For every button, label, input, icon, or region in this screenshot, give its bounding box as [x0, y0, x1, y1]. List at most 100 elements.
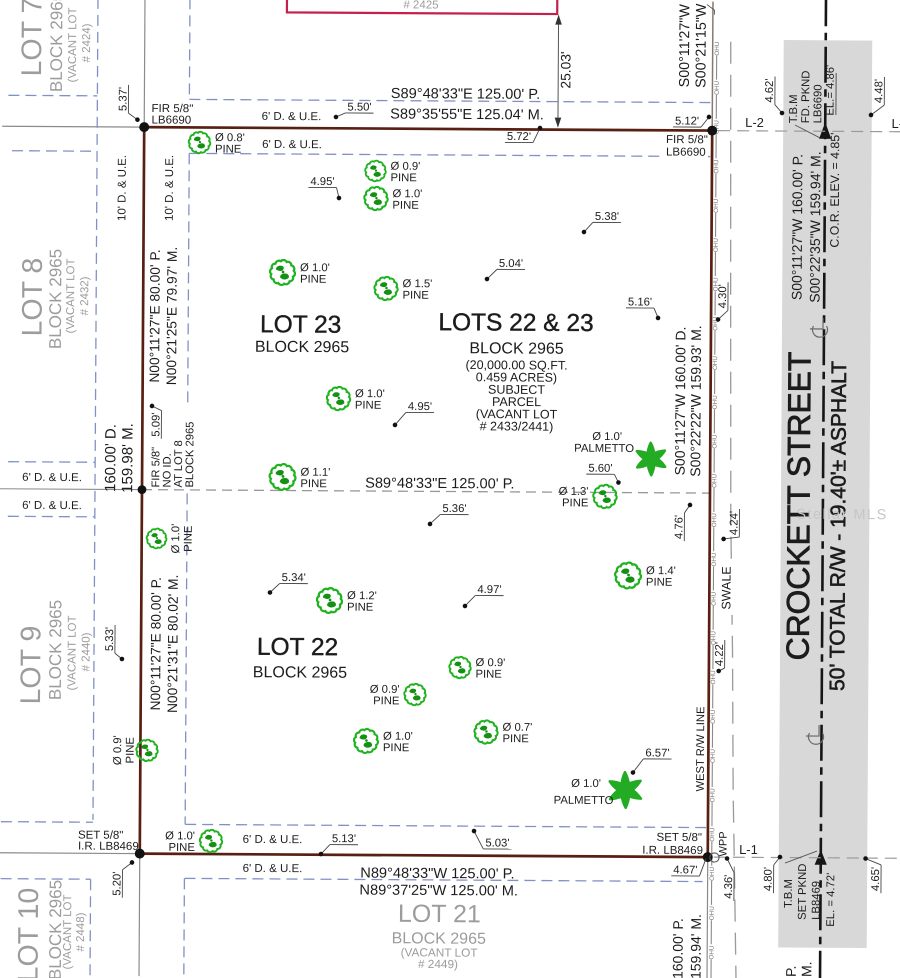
svg-text:160.00' P.: 160.00' P. — [670, 918, 686, 978]
svg-text:(VACANT LOT: (VACANT LOT — [65, 258, 77, 333]
svg-text:6' D. & U.E.: 6' D. & U.E. — [22, 500, 82, 512]
svg-text:Ø 0.9': Ø 0.9' — [370, 684, 400, 696]
svg-text:SET 5/8": SET 5/8" — [78, 830, 123, 842]
svg-text:Ø 1.0': Ø 1.0' — [392, 188, 422, 200]
svg-text:5.50': 5.50' — [347, 101, 371, 113]
svg-text:PINE: PINE — [562, 497, 589, 509]
svg-text:PINE: PINE — [125, 737, 137, 764]
svg-text:Ø 1.0': Ø 1.0' — [165, 830, 195, 842]
svg-text:5.12': 5.12' — [675, 115, 699, 127]
svg-text:5.16': 5.16' — [628, 296, 652, 308]
svg-text:(VACANT LOT: (VACANT LOT — [476, 407, 558, 421]
svg-text:PALMETTO: PALMETTO — [554, 795, 614, 807]
svg-text:159.98' M.: 159.98' M. — [119, 423, 136, 493]
svg-text:# 2449): # 2449) — [418, 957, 458, 971]
svg-text:LB8469: LB8469 — [810, 881, 822, 920]
svg-text:OHU: OHU — [712, 316, 719, 330]
svg-text:LOT 23: LOT 23 — [260, 311, 341, 338]
svg-text:LOT 22: LOT 22 — [257, 634, 338, 661]
svg-text:(VACANT LOT: (VACANT LOT — [62, 894, 74, 969]
svg-text:4.48': 4.48' — [873, 79, 885, 103]
svg-text:Ø 1.4': Ø 1.4' — [646, 565, 676, 577]
svg-text:FD. PKND: FD. PKND — [800, 70, 812, 123]
svg-text:(20,000.00 SQ.FT.: (20,000.00 SQ.FT. — [465, 358, 567, 373]
svg-text:# 2448): # 2448) — [75, 912, 87, 951]
svg-text:N00°21'25"E 79.97' M.: N00°21'25"E 79.97' M. — [164, 247, 180, 386]
svg-text:PINE: PINE — [475, 669, 502, 681]
svg-text:LB6690: LB6690 — [812, 84, 824, 123]
svg-text:T.B.M: T.B.M — [788, 94, 800, 123]
svg-text:BLOCK 2965: BLOCK 2965 — [469, 340, 563, 358]
svg-text:OHU: OHU — [714, 80, 721, 94]
svg-text:I.R. LB8469: I.R. LB8469 — [642, 845, 703, 857]
svg-text:FIR 5/8": FIR 5/8" — [150, 447, 162, 488]
svg-text:0.459 ACRES): 0.459 ACRES) — [476, 370, 557, 384]
svg-text:S89°48'33"E 125.00' P.: S89°48'33"E 125.00' P. — [391, 86, 541, 103]
svg-text:4.95': 4.95' — [408, 401, 432, 413]
svg-text:Ø 1.2': Ø 1.2' — [347, 590, 377, 602]
svg-text:Ø 0.9': Ø 0.9' — [476, 657, 506, 669]
svg-text:5.20': 5.20' — [111, 872, 123, 896]
svg-text:L-2: L-2 — [745, 115, 764, 130]
svg-text:S00°11'27"W 160.00' P.: S00°11'27"W 160.00' P. — [789, 154, 806, 300]
svg-text:4.65': 4.65' — [870, 867, 882, 891]
svg-text:S00°21'15"W: S00°21'15"W — [693, 3, 710, 88]
svg-text:PINE: PINE — [392, 200, 419, 212]
svg-text:L-: L- — [891, 116, 900, 131]
svg-text:LOT 8: LOT 8 — [17, 258, 49, 337]
svg-text:PALMETTO: PALMETTO — [574, 443, 634, 455]
svg-text:5.34': 5.34' — [282, 572, 306, 584]
svg-text:5.13': 5.13' — [332, 833, 356, 845]
svg-text:N89°37'25"W 125.00' M.: N89°37'25"W 125.00' M. — [359, 883, 518, 900]
svg-text:Ø 1.0': Ø 1.0' — [355, 388, 385, 400]
svg-text:PINE: PINE — [390, 172, 417, 184]
svg-text:50' TOTAL R/W - 19.40'± ASPH: 50' TOTAL R/W - 19.40'± ASPHALT — [826, 361, 851, 691]
svg-text:PINE: PINE — [355, 400, 382, 412]
svg-text:Ø 1.0': Ø 1.0' — [300, 262, 330, 274]
svg-text:4.97': 4.97' — [477, 584, 501, 596]
svg-text:OHU: OHU — [713, 120, 720, 134]
svg-text:P.: P. — [783, 966, 799, 978]
svg-text:(VACANT LOT: (VACANT LOT — [67, 7, 79, 82]
svg-text:S00°22'22"W 159.93' M.: S00°22'22"W 159.93' M. — [687, 325, 704, 476]
svg-text:SET PKND: SET PKND — [797, 864, 809, 920]
svg-text:S00°11'27"W 160.00' D.: S00°11'27"W 160.00' D. — [672, 327, 689, 476]
svg-text:Ø 1.5': Ø 1.5' — [403, 278, 433, 290]
svg-text:Ø 0.9': Ø 0.9' — [391, 161, 421, 173]
svg-text:S89°48'33"E 125.00' P.: S89°48'33"E 125.00' P. — [365, 476, 515, 493]
svg-text:4.80': 4.80' — [763, 867, 775, 891]
svg-text:6' D. & U.E.: 6' D. & U.E. — [22, 472, 82, 484]
svg-text:4.30': 4.30' — [717, 284, 729, 308]
svg-text:OHU: OHU — [710, 631, 717, 645]
svg-text:4.95': 4.95' — [310, 176, 334, 188]
svg-text:OHU: OHU — [713, 277, 720, 291]
svg-text:6' D. & U.E.: 6' D. & U.E. — [262, 139, 322, 151]
svg-text:BLOCK 2965: BLOCK 2965 — [46, 880, 66, 978]
svg-text:25.03': 25.03' — [558, 51, 573, 88]
svg-text:OHU: OHU — [711, 473, 718, 487]
svg-text:C.O.R. ELEV. = 4.85': C.O.R. ELEV. = 4.85' — [828, 132, 843, 247]
svg-text:# 2433/2441): # 2433/2441) — [480, 419, 554, 433]
svg-text:Ø 1.0': Ø 1.0' — [383, 731, 413, 743]
svg-text:# 2425: # 2425 — [403, 0, 438, 12]
svg-text:Ø 1.0': Ø 1.0' — [592, 431, 622, 443]
svg-text:N00°11'27"E 80.00' P.: N00°11'27"E 80.00' P. — [147, 249, 163, 382]
svg-text:EL.= 4.86': EL.= 4.86' — [824, 65, 836, 116]
svg-text:10' D. & U.E.: 10' D. & U.E. — [164, 155, 176, 221]
svg-text:BLOCK 2965: BLOCK 2965 — [46, 600, 66, 700]
svg-text:PINE: PINE — [183, 525, 195, 552]
svg-text:OHU: OHU — [709, 788, 716, 802]
svg-text:4.22': 4.22' — [714, 642, 726, 666]
svg-text:(VACANT LOT: (VACANT LOT — [401, 945, 478, 959]
svg-text:LOT 9: LOT 9 — [15, 626, 47, 705]
svg-text:BLOCK 2965: BLOCK 2965 — [253, 664, 347, 682]
svg-text:BLOCK 2965: BLOCK 2965 — [392, 930, 486, 948]
svg-text:Ø 0.7': Ø 0.7' — [503, 722, 533, 734]
svg-text:EL. = 4.72': EL. = 4.72' — [825, 873, 837, 927]
svg-text:SUBJECT: SUBJECT — [488, 383, 545, 397]
svg-text:FIR 5/8": FIR 5/8" — [666, 134, 708, 146]
svg-text:Ø 1.1': Ø 1.1' — [300, 467, 330, 479]
svg-text:6' D. & U.E.: 6' D. & U.E. — [243, 863, 303, 875]
svg-text:FIR 5/8": FIR 5/8" — [151, 103, 193, 115]
svg-text:160.00' D.: 160.00' D. — [102, 424, 119, 492]
